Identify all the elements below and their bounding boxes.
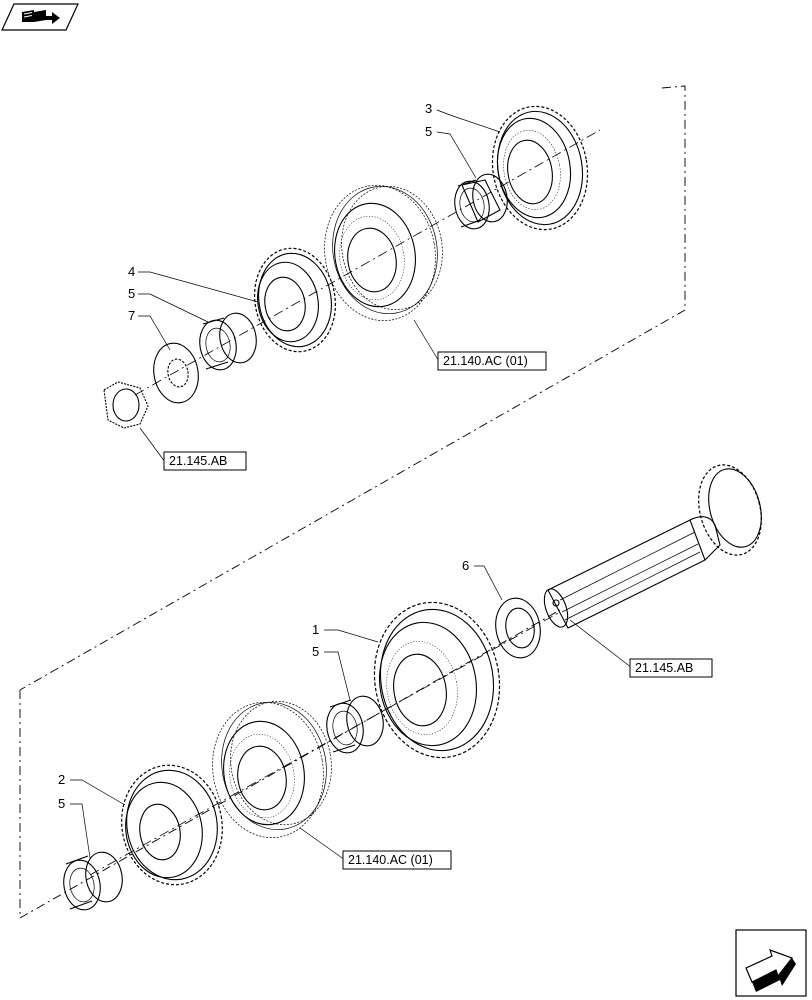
book-open-arrow-icon[interactable] bbox=[1, 3, 79, 31]
ref-text-shaft: 21.145.AB bbox=[635, 661, 693, 675]
lower-axis bbox=[89, 611, 561, 876]
callout-6: 6 bbox=[462, 558, 469, 573]
washer-7 bbox=[153, 342, 199, 404]
upper-axis bbox=[134, 129, 601, 396]
bearing-5-upper-left bbox=[199, 312, 257, 371]
callout-1: 1 bbox=[312, 622, 319, 637]
lower-group-frame bbox=[19, 609, 561, 919]
callout-5-upper-left: 5 bbox=[128, 286, 135, 301]
ref-box-upper-nut[interactable]: 21.145.AB bbox=[163, 451, 247, 471]
ref-box-lower-sync[interactable]: 21.140.AC (01) bbox=[342, 850, 452, 870]
next-page-arrow-icon[interactable] bbox=[735, 929, 807, 997]
gear-3 bbox=[491, 105, 589, 231]
callout-5-upper-right: 5 bbox=[425, 124, 432, 139]
ref-text-upper-sync: 21.140.AC (01) bbox=[443, 354, 528, 368]
ref-box-upper-sync[interactable]: 21.140.AC (01) bbox=[437, 351, 547, 371]
synchronizer-upper bbox=[324, 185, 443, 321]
callout-5-lower-middle: 5 bbox=[312, 644, 319, 659]
gear-2 bbox=[121, 764, 223, 886]
ref-box-shaft[interactable]: 21.145.AB bbox=[629, 658, 713, 678]
upper-group-frame bbox=[19, 85, 686, 691]
bearing-5-lower-left bbox=[63, 851, 123, 911]
callout-4: 4 bbox=[128, 264, 135, 279]
washer-6 bbox=[495, 597, 541, 659]
synchronizer-lower bbox=[212, 700, 332, 838]
ref-text-lower-sync: 21.140.AC (01) bbox=[348, 853, 433, 867]
ref-text-upper-nut: 21.145.AB bbox=[169, 454, 227, 468]
gear-1 bbox=[373, 601, 501, 759]
bearing-5-lower-middle bbox=[326, 695, 384, 754]
main-shaft bbox=[543, 464, 762, 629]
callout-7: 7 bbox=[128, 308, 135, 323]
bearing-5-upper-right bbox=[454, 173, 508, 230]
leader-lines bbox=[70, 109, 633, 861]
callout-3: 3 bbox=[425, 101, 432, 116]
callout-5-lower-left: 5 bbox=[58, 796, 65, 811]
hex-nut bbox=[103, 381, 149, 429]
gear-4 bbox=[253, 247, 337, 353]
callout-2: 2 bbox=[58, 772, 65, 787]
